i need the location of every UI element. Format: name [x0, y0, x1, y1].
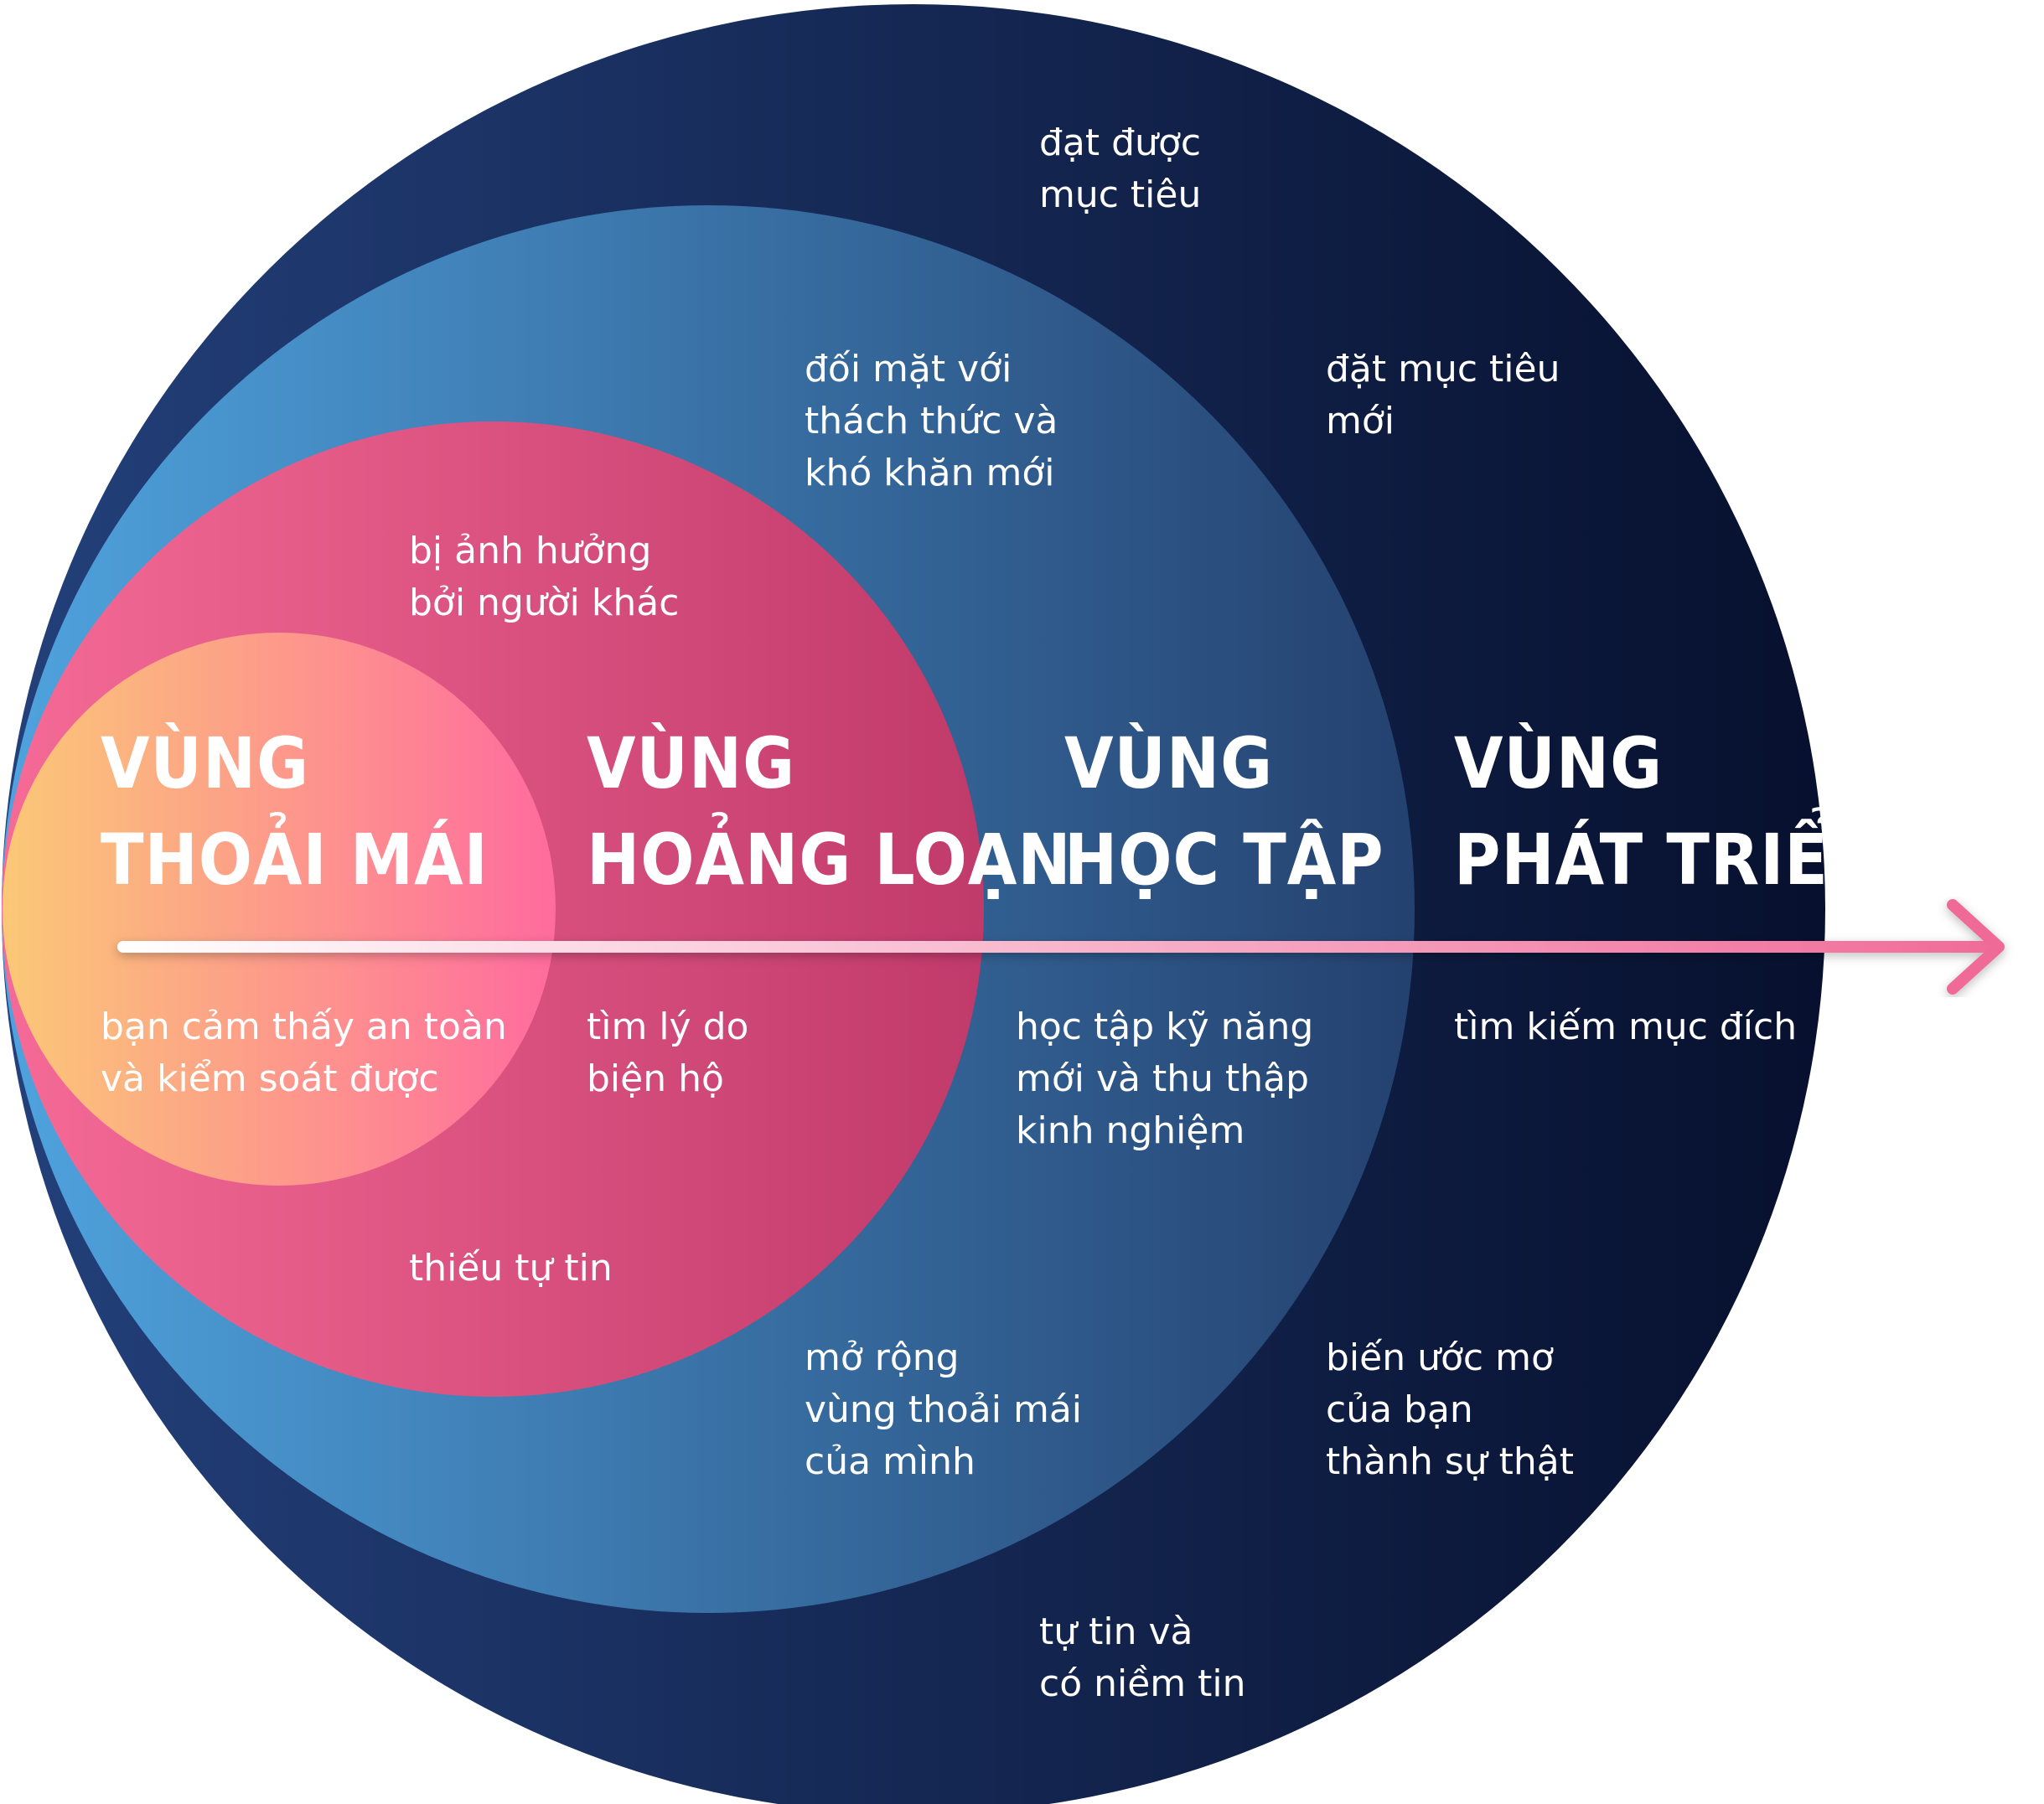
svg-text:tìm lý do: tìm lý do	[587, 1005, 748, 1048]
svg-text:HỌC TẬP: HỌC TẬP	[1064, 818, 1384, 901]
svg-text:đặt mục tiêu: đặt mục tiêu	[1326, 348, 1560, 390]
svg-text:của bạn: của bạn	[1326, 1388, 1473, 1431]
fear-note-excuses: tìm lý do biện hộ	[587, 1005, 748, 1100]
fear-note-no-confidence: thiếu tự tin	[409, 1247, 613, 1290]
svg-text:mới: mới	[1326, 400, 1395, 442]
svg-text:thiếu tự tin: thiếu tự tin	[409, 1247, 613, 1290]
svg-text:bị ảnh hưởng: bị ảnh hưởng	[409, 530, 651, 572]
svg-text:biện hộ: biện hộ	[587, 1057, 724, 1100]
svg-text:bởi người khác: bởi người khác	[409, 582, 679, 624]
arrow-shaft	[117, 941, 1999, 953]
svg-text:VÙNG: VÙNG	[587, 722, 795, 804]
fear-note-influenced: bị ảnh hưởng bởi người khác	[409, 530, 679, 624]
learning-note-challenges: đối mặt với thách thức và khó khăn mới	[805, 348, 1058, 494]
svg-text:đối mặt với: đối mặt với	[805, 348, 1012, 390]
growth-note-achieve-goals: đạt được mục tiêu	[1039, 121, 1201, 216]
svg-text:thách thức và: thách thức và	[805, 400, 1058, 442]
growth-note-dreams: biến ước mơ của bạn thành sự thật	[1326, 1336, 1574, 1483]
comfort-zone-title: VÙNG THOẢI MÁI	[101, 722, 489, 901]
growth-note-new-goals: đặt mục tiêu mới	[1326, 348, 1560, 442]
svg-text:kinh nghiệm: kinh nghiệm	[1016, 1109, 1245, 1152]
fear-zone-title: VÙNG HOẢNG LOẠN	[587, 722, 1072, 901]
svg-text:thành sự thật: thành sự thật	[1326, 1440, 1574, 1483]
growth-note-confidence: tự tin và có niềm tin	[1039, 1610, 1246, 1705]
svg-text:đạt được: đạt được	[1039, 121, 1201, 164]
progress-arrow	[117, 899, 2005, 995]
svg-text:vùng thoải mái: vùng thoải mái	[805, 1388, 1082, 1431]
learning-note-expand: mở rộng vùng thoải mái của mình	[805, 1336, 1082, 1483]
svg-text:và kiểm soát được: và kiểm soát được	[101, 1057, 439, 1100]
svg-text:PHÁT TRIỂN: PHÁT TRIỂN	[1454, 807, 1882, 901]
arrow-head-icon	[1947, 899, 2005, 995]
growth-zone-title: VÙNG PHÁT TRIỂN	[1454, 722, 1882, 901]
svg-text:khó khăn mới: khó khăn mới	[805, 452, 1054, 494]
svg-text:biến ước mơ: biến ước mơ	[1326, 1336, 1554, 1379]
svg-text:mới và thu thập: mới và thu thập	[1016, 1057, 1309, 1100]
svg-text:bạn cảm thấy an toàn: bạn cảm thấy an toàn	[101, 1005, 507, 1048]
svg-text:HOẢNG LOẠN: HOẢNG LOẠN	[587, 812, 1072, 901]
svg-text:của mình: của mình	[805, 1440, 975, 1483]
learning-note-skills: học tập kỹ năng mới và thu thập kinh ngh…	[1016, 1005, 1313, 1152]
svg-text:VÙNG: VÙNG	[1454, 722, 1663, 804]
svg-text:VÙNG: VÙNG	[1064, 722, 1273, 804]
comfort-zone-circle	[3, 633, 556, 1186]
svg-text:có niềm tin: có niềm tin	[1039, 1662, 1246, 1705]
svg-text:THOẢI MÁI: THOẢI MÁI	[101, 812, 489, 901]
svg-text:mở rộng: mở rộng	[805, 1336, 960, 1379]
comfort-note-safe: bạn cảm thấy an toàn và kiểm soát được	[101, 1005, 507, 1100]
learning-zone-title: VÙNG HỌC TẬP	[1064, 722, 1384, 901]
growth-note-purpose: tìm kiếm mục đích	[1454, 1005, 1797, 1048]
svg-text:VÙNG: VÙNG	[101, 722, 309, 804]
svg-text:mục tiêu: mục tiêu	[1039, 173, 1201, 216]
svg-text:học tập kỹ năng: học tập kỹ năng	[1016, 1005, 1313, 1048]
svg-text:tự tin và: tự tin và	[1039, 1610, 1193, 1653]
svg-text:tìm kiếm mục đích: tìm kiếm mục đích	[1454, 1005, 1797, 1048]
